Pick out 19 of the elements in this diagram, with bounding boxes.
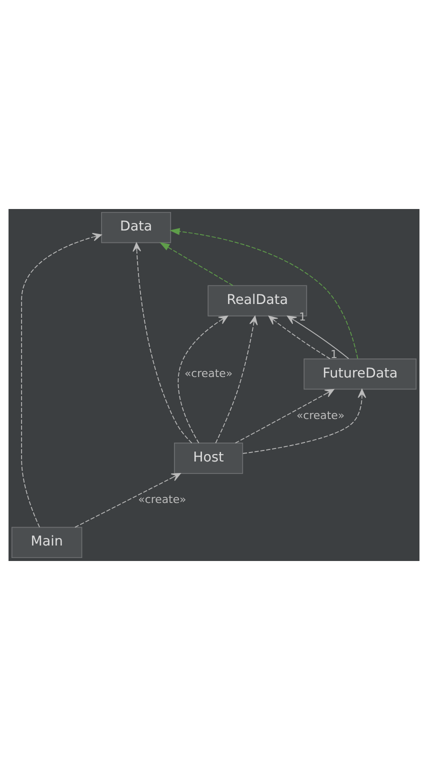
label: 1: [330, 348, 338, 361]
node-box: Data: [101, 212, 172, 244]
edge-label: «create»: [138, 493, 186, 506]
arrow: [268, 316, 330, 360]
node-box: Host: [174, 442, 244, 474]
arrow: [132, 242, 192, 444]
arrow: [215, 316, 258, 444]
node-box: FutureData: [304, 358, 417, 390]
edge-label: «create»: [184, 366, 233, 380]
arrow: [74, 473, 181, 528]
arrow: [160, 242, 234, 286]
edge-label: «create»: [296, 409, 345, 422]
arrow: [21, 232, 102, 528]
arrow: [287, 316, 350, 360]
arrow: [234, 388, 334, 444]
node-box: Main: [11, 526, 82, 558]
arrow: [178, 316, 228, 444]
arrow: [242, 388, 366, 454]
arrow: [170, 228, 358, 360]
